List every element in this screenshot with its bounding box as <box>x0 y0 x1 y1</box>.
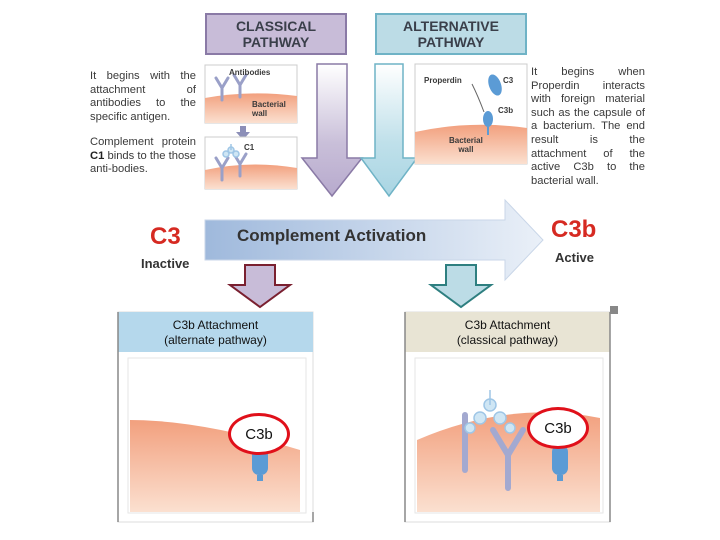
left-lower-arrow <box>226 264 294 309</box>
c3-figure-label: C3 <box>503 76 514 85</box>
alternative-pathway-header: ALTERNATIVE PATHWAY <box>375 13 527 55</box>
inactive-label: Inactive <box>141 256 190 271</box>
classical-text-2: Complement protein C1 binds to the those… <box>90 136 196 177</box>
antibodies-figure <box>204 64 298 124</box>
c3-inactive-name: C3 <box>150 223 181 250</box>
alternative-text-1: It begins when Properdin interacts with … <box>531 66 645 188</box>
right-lower-arrow <box>427 264 495 309</box>
c1-figure <box>204 136 298 190</box>
alternative-down-arrow <box>359 63 419 198</box>
left-c3b-oval: C3b <box>228 413 290 455</box>
antibodies-label: Antibodies <box>229 68 271 77</box>
alternative-para-2: The end result is the attachment of the … <box>531 120 645 187</box>
bacterial-wall-alt-label: Bacterial wall <box>449 136 483 154</box>
classical-para-1: It begins with the attachment of antibod… <box>90 70 196 123</box>
c3b-figure-label: C3b <box>498 106 514 115</box>
classical-para-2a: Complement protein <box>90 136 196 148</box>
properdin-figure <box>414 63 528 165</box>
c3b-active-name: C3b <box>551 216 597 243</box>
right-c3b-oval: C3b <box>527 407 589 449</box>
small-down-arrow <box>236 126 250 140</box>
classical-text-1: It begins with the attachment of antibod… <box>90 70 196 124</box>
left-panel-title: C3b Attachment (alternate pathway) <box>164 318 267 347</box>
classical-pathway-header: CLASSICAL PATHWAY <box>205 13 347 55</box>
c1-label: C1 <box>244 143 255 152</box>
bacterial-wall-label: Bacterial wall <box>252 100 286 118</box>
c1-term: C1 <box>90 149 105 162</box>
properdin-label: Properdin <box>424 76 462 85</box>
alternative-para-1: It begins when Properdin interacts with … <box>531 66 645 133</box>
active-label: Active <box>555 250 595 265</box>
classical-para-2b: binds to the those anti-bodies. <box>90 149 196 176</box>
complement-activation-arrow <box>204 198 544 282</box>
right-panel-title: C3b Attachment (classical pathway) <box>456 318 559 347</box>
complement-activation-label: Complement Activation <box>237 226 427 245</box>
classical-down-arrow <box>300 63 364 198</box>
